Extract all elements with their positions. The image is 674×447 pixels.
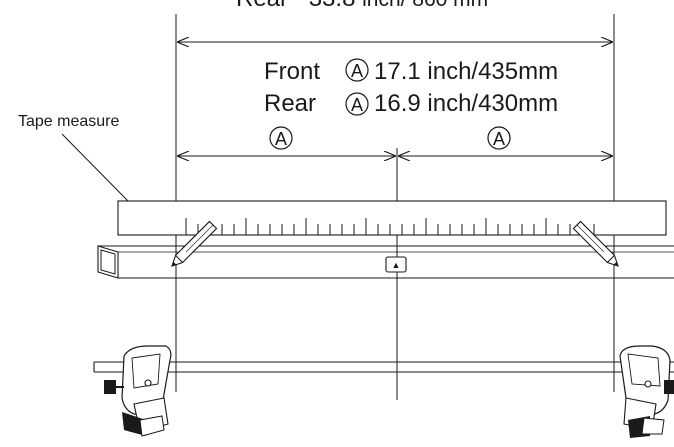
rear-row-label: Rear [264,90,316,117]
segment-right-letter: A [493,129,505,149]
front-row-label: Front [264,58,320,85]
rear-marker-letter: A [351,95,363,115]
left-foot-bracket [104,345,172,437]
center-mark: ▲ [385,256,407,273]
segment-right-marker: A [487,126,511,150]
segment-left-marker: A [269,126,293,150]
segment-right-circle [487,126,511,150]
rear-total-value: 33.8 [309,0,356,12]
front-marker-letter: A [351,61,363,81]
left-pencil-icon [171,220,218,267]
tape-measure-ticks [185,218,595,235]
center-mark-box [385,256,407,273]
segment-left-circle [269,126,293,150]
rear-row-marker: A [345,92,369,116]
rear-total-unit: inch/ 860 mm [362,0,488,11]
rear-total-title: Rear 33.8 inch/ 860 mm [236,0,488,12]
right-pencil-icon [572,220,619,267]
rear-row-unit: inch/430mm [427,90,558,117]
rear-row-measure: 16.9 inch/430mm [374,90,558,117]
rear-total-label: Rear [236,0,288,12]
rear-row-value: 16.9 [374,90,421,117]
center-mark-symbol: ▲ [392,260,401,270]
tape-measure-leader-line [61,133,129,202]
crossbar [97,245,674,279]
front-marker-circle [345,58,369,82]
rear-marker-circle [345,92,369,116]
crossbar-end-inner [100,249,116,275]
front-row-marker: A [345,58,369,82]
segment-left-letter: A [275,129,287,149]
front-row-value: 17.1 [374,58,421,85]
tape-measure-label: Tape measure [18,113,119,130]
front-row-measure: 17.1 inch/435mm [374,58,558,85]
lower-roof-bar [93,361,674,373]
right-foot-bracket [619,345,674,438]
front-row-unit: inch/435mm [427,58,558,85]
crossbar-end-face [97,245,119,279]
